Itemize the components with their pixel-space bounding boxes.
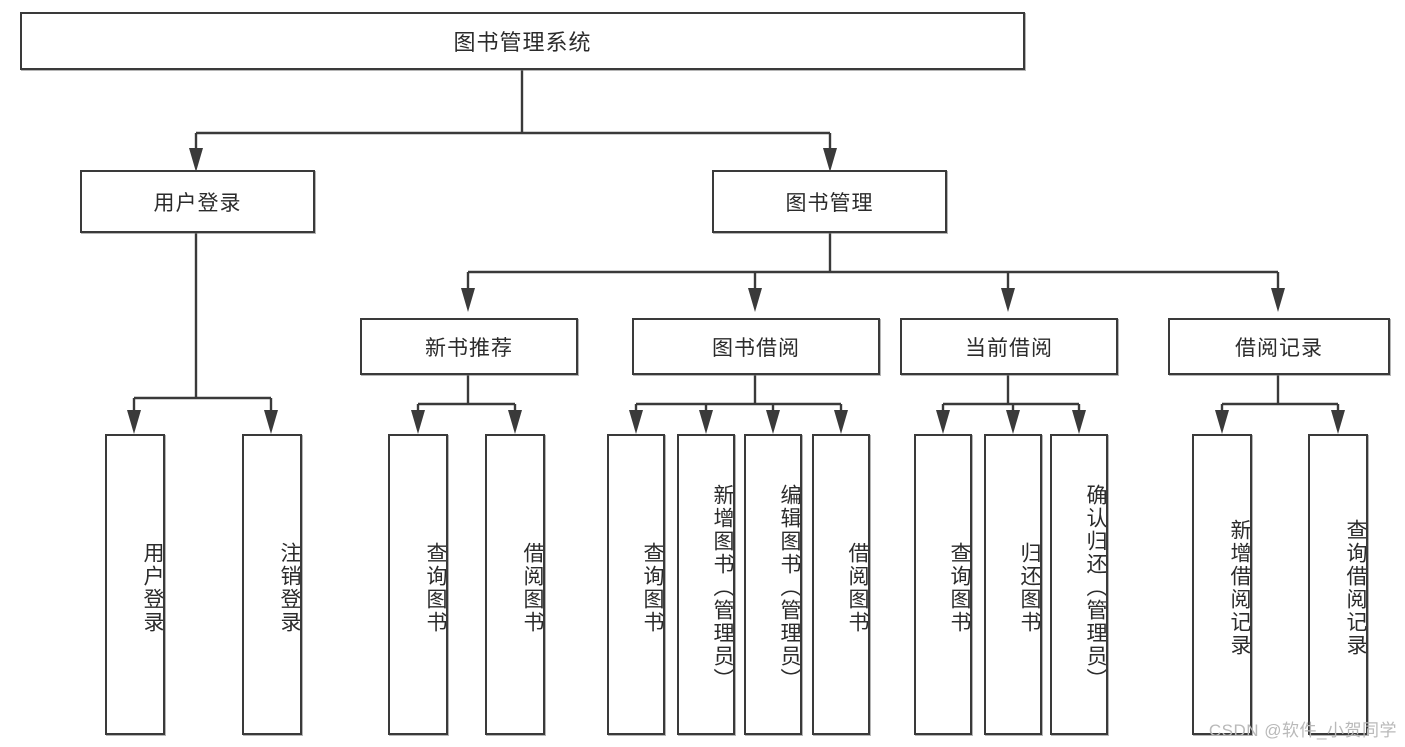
leaf-user-login-signout[interactable]: 注销登录 [242, 434, 302, 735]
node-label: 借阅图书 [846, 541, 869, 634]
node-label: 归还图书 [1018, 541, 1041, 634]
leaf-current-borrow-query[interactable]: 查询图书 [914, 434, 972, 735]
node-borrow-record[interactable]: 借阅记录 [1168, 318, 1390, 375]
node-book-borrow[interactable]: 图书借阅 [632, 318, 880, 375]
node-label: 查询图书 [424, 541, 447, 634]
node-label: 用户登录 [141, 541, 164, 634]
node-label: 图书管理 [785, 191, 874, 215]
node-new-book-recommend[interactable]: 新书推荐 [360, 318, 578, 375]
node-label: 注销登录 [278, 541, 301, 634]
node-label: 用户登录 [153, 191, 242, 215]
node-label: 借阅图书 [521, 541, 544, 634]
leaf-current-borrow-return[interactable]: 归还图书 [984, 434, 1042, 735]
node-book-management[interactable]: 图书管理 [712, 170, 947, 233]
leaf-user-login-signin[interactable]: 用户登录 [105, 434, 165, 735]
node-label: 查询借阅记录 [1344, 518, 1367, 657]
node-label: 编辑图书（管理员） [778, 484, 801, 691]
node-label: 新书推荐 [425, 336, 513, 360]
node-label: 图书借阅 [712, 336, 800, 360]
node-root-book-management-system[interactable]: 图书管理系统 [20, 12, 1025, 70]
node-label: 当前借阅 [965, 336, 1053, 360]
leaf-borrow-record-add[interactable]: 新增借阅记录 [1192, 434, 1252, 735]
node-label: 借阅记录 [1235, 336, 1323, 360]
node-label: 查询图书 [948, 541, 971, 634]
node-current-borrow[interactable]: 当前借阅 [900, 318, 1118, 375]
leaf-book-borrow-edit[interactable]: 编辑图书（管理员） [744, 434, 802, 735]
leaf-borrow-record-query[interactable]: 查询借阅记录 [1308, 434, 1368, 735]
leaf-new-book-query[interactable]: 查询图书 [388, 434, 448, 735]
leaf-book-borrow-query[interactable]: 查询图书 [607, 434, 665, 735]
leaf-book-borrow-borrow[interactable]: 借阅图书 [812, 434, 870, 735]
node-label: 确认归还（管理员） [1084, 484, 1107, 691]
leaf-book-borrow-add[interactable]: 新增图书（管理员） [677, 434, 735, 735]
node-user-login[interactable]: 用户登录 [80, 170, 315, 233]
leaf-current-borrow-confirm-return[interactable]: 确认归还（管理员） [1050, 434, 1108, 735]
csdn-watermark: CSDN @软件_小贺同学 [1208, 721, 1397, 740]
node-label: 新增借阅记录 [1228, 518, 1251, 657]
node-label: 新增图书（管理员） [711, 484, 734, 691]
node-label: 图书管理系统 [453, 30, 592, 55]
leaf-new-book-borrow[interactable]: 借阅图书 [485, 434, 545, 735]
node-label: 查询图书 [641, 541, 664, 634]
